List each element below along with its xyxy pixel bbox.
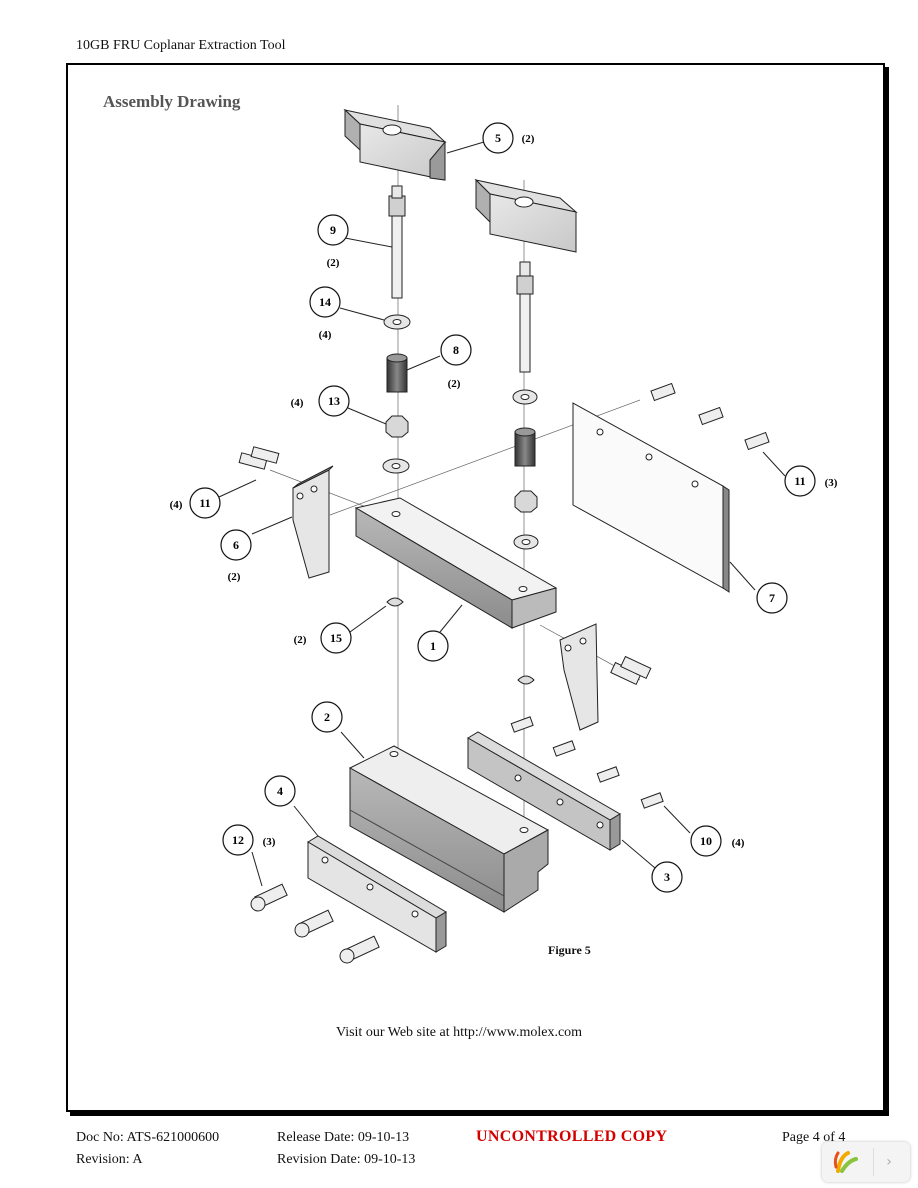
footer-revision-date: Revision Date: 09-10-13 — [277, 1152, 416, 1167]
part-9-shafts — [388, 185, 534, 373]
callout-1: 1 — [417, 630, 449, 662]
callout-qty: (2) — [327, 257, 340, 269]
footer-page-number: Page 4 of 4 — [782, 1130, 846, 1145]
part-6-brackets — [292, 465, 599, 731]
callout-qty: (4) — [170, 499, 183, 511]
callout-qty: (4) — [291, 397, 304, 409]
viewer-nav-widget: › — [822, 1142, 910, 1182]
callout-number: 7 — [769, 591, 775, 605]
callout-qty: (2) — [448, 378, 461, 390]
callout-12: 12 (3) — [222, 824, 276, 856]
part-15-clips — [386, 597, 535, 685]
part-1-block — [354, 497, 558, 629]
callout-number: 4 — [277, 784, 283, 798]
callout-10: 10 (4) — [690, 825, 745, 857]
callout-number: 15 — [330, 631, 342, 645]
callout-4: 4 — [264, 775, 296, 807]
callout-number: 1 — [430, 639, 436, 653]
callout-2: 2 — [311, 701, 343, 733]
callout-number: 5 — [495, 131, 501, 145]
callout-qty: (3) — [263, 836, 276, 848]
callout-number: 6 — [233, 538, 239, 552]
callout-6: 6 (2) — [220, 529, 252, 583]
part-13-nuts — [385, 415, 538, 513]
part-10-screws — [510, 716, 664, 809]
chevron-right-icon[interactable]: › — [873, 1148, 904, 1176]
callout-11-left: 11 (4) — [170, 487, 221, 519]
part-7-plate — [572, 402, 730, 593]
footer-revision: Revision: A — [76, 1152, 143, 1167]
part-5-block-left — [343, 108, 447, 181]
part-12-screws — [250, 883, 380, 964]
callout-number: 13 — [328, 394, 340, 408]
bracket-screws-right — [610, 655, 652, 686]
document-header-title: 10GB FRU Coplanar Extraction Tool — [76, 38, 286, 53]
callout-qty: (4) — [319, 329, 332, 341]
callout-7: 7 — [756, 582, 788, 614]
callout-qty: (3) — [825, 477, 838, 489]
footer-uncontrolled-copy: UNCONTROLLED COPY — [476, 1128, 668, 1145]
callout-3: 3 — [651, 861, 683, 893]
part-11-screws-left — [238, 446, 280, 470]
callout-15: 15 (2) — [294, 622, 352, 654]
part-3-rail — [467, 731, 621, 851]
callout-number: 12 — [232, 833, 244, 847]
part-4-rail — [307, 835, 447, 953]
callout-number: 9 — [330, 223, 336, 237]
callout-number: 11 — [199, 496, 210, 510]
website-text: Visit our Web site at http://www.molex.c… — [335, 1025, 583, 1040]
section-title: Assembly Drawing — [103, 92, 241, 111]
callout-number: 14 — [319, 295, 331, 309]
callout-13: 13 (4) — [291, 385, 350, 417]
footer-doc-no: Doc No: ATS-621000600 — [76, 1130, 220, 1145]
callout-9: 9 (2) — [317, 214, 349, 269]
callout-number: 10 — [700, 834, 712, 848]
callout-number: 8 — [453, 343, 459, 357]
figure-caption: Figure 5 — [548, 943, 591, 957]
part-2-base — [348, 745, 550, 913]
callout-14: 14 (4) — [309, 286, 341, 341]
callout-number: 3 — [664, 870, 670, 884]
callout-qty: (4) — [732, 837, 745, 849]
part-11-screws-right — [650, 382, 770, 451]
callout-number: 2 — [324, 710, 330, 724]
callout-8: 8 (2) — [440, 334, 472, 390]
callout-11-right: 11 (3) — [784, 465, 838, 497]
leader-lines — [218, 141, 786, 887]
part-8-spacers — [386, 353, 536, 467]
part-14-washers — [382, 314, 539, 550]
callout-number: 11 — [794, 474, 805, 488]
callout-qty: (2) — [522, 133, 535, 145]
footer-release-date: Release Date: 09-10-13 — [277, 1130, 410, 1145]
viewer-logo-icon[interactable] — [828, 1147, 862, 1177]
callout-5: 5 (2) — [482, 122, 535, 154]
callout-qty: (2) — [228, 571, 241, 583]
callout-qty: (2) — [294, 634, 307, 646]
part-5-block-right — [474, 178, 578, 253]
